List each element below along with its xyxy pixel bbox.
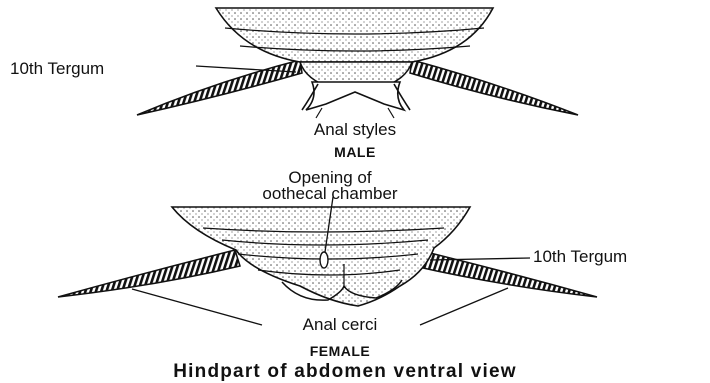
male-abdomen: 10th Tergum Anal styles MALE [10, 8, 578, 160]
female-anal-cerci-label: Anal cerci [303, 315, 378, 334]
male-sex-label: MALE [334, 144, 376, 160]
female-tenth-tergum-label: 10th Tergum [533, 247, 627, 266]
male-subgenital-plate [306, 82, 404, 110]
oothecal-chamber-opening [320, 252, 328, 268]
male-tenth-tergum-label: 10th Tergum [10, 59, 104, 78]
female-abdomen: Opening of oothecal chamber 10th Tergum … [58, 168, 627, 359]
male-left-cercus [137, 60, 302, 115]
male-abdominal-segments [216, 8, 493, 62]
female-sex-label: FEMALE [310, 343, 371, 359]
male-right-cercus [410, 60, 578, 115]
female-opening-label-line2: oothecal chamber [262, 184, 397, 203]
female-left-cercus [58, 250, 240, 297]
figure-caption: Hindpart of abdomen ventral view [173, 361, 517, 382]
male-anal-styles-label: Anal styles [314, 120, 396, 139]
